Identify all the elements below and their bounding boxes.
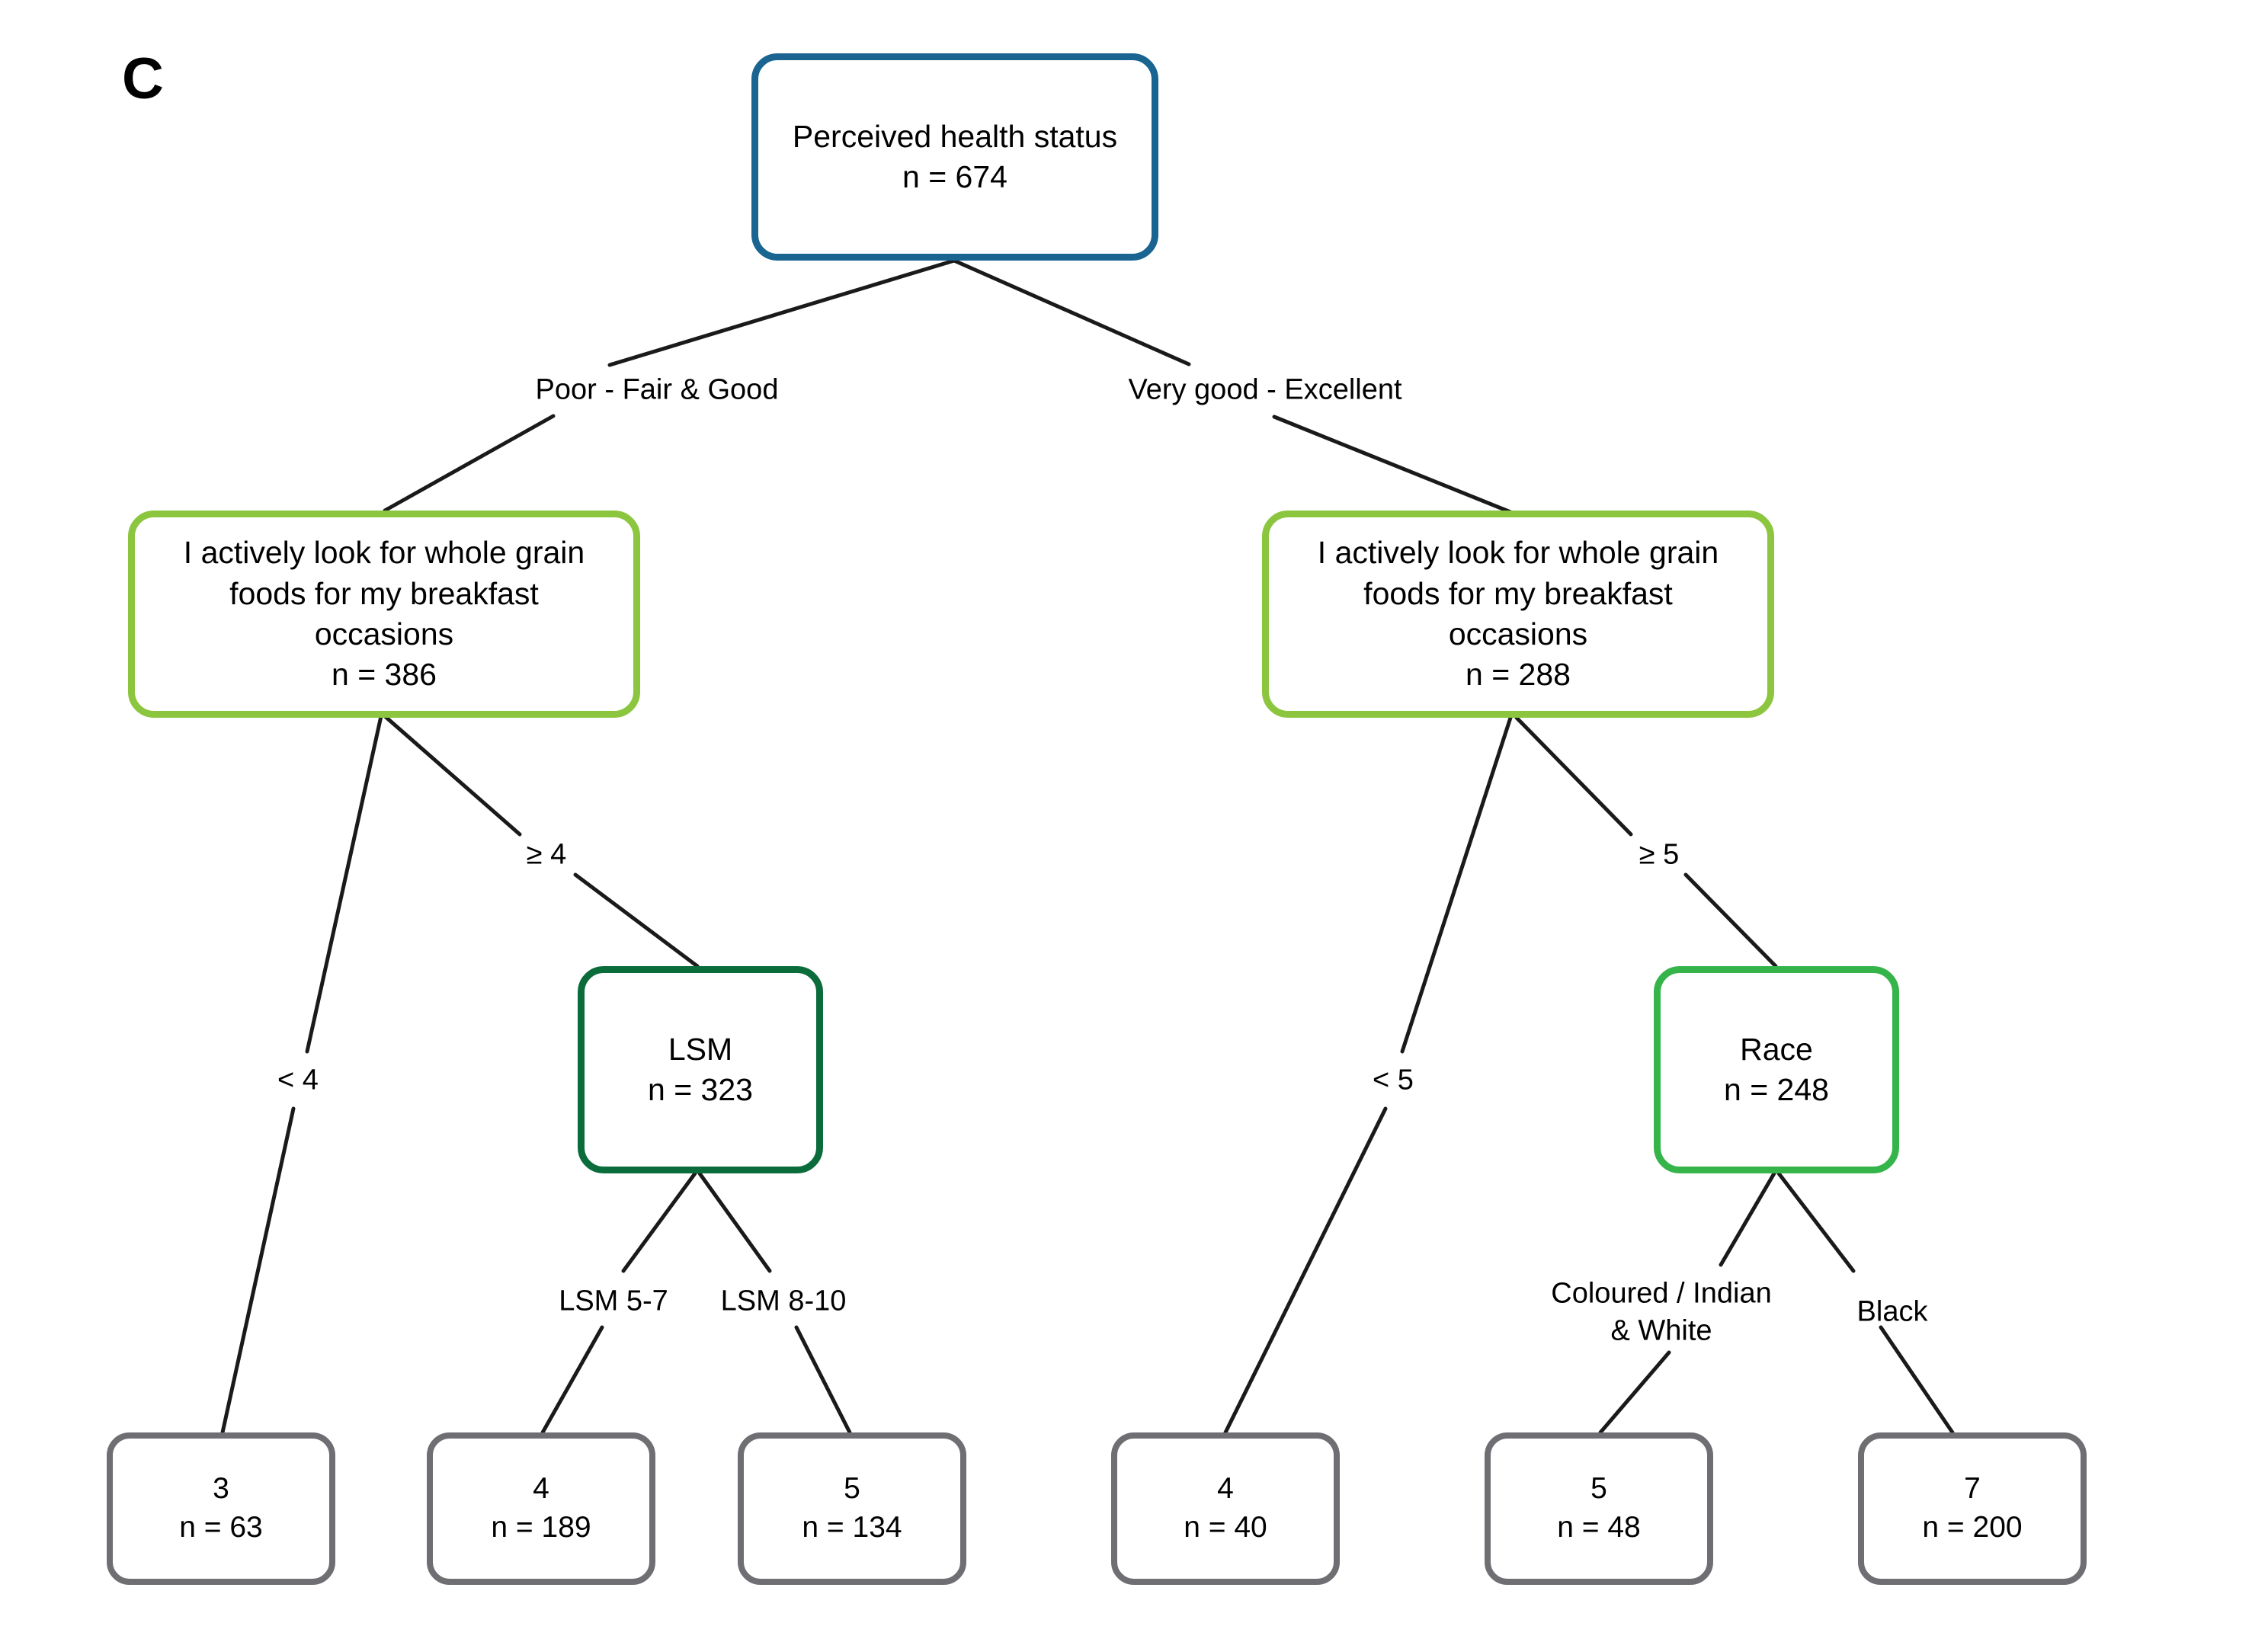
edge-label-poor-fair-good: Poor - Fair & Good xyxy=(535,373,779,406)
tree-leaf-5-n48-text: 5 n = 48 xyxy=(1557,1472,1641,1544)
edge-lsm-to-leaf134-upper xyxy=(697,1171,772,1273)
edge-race-to-leaf200-lower xyxy=(1879,1325,1955,1435)
tree-node-race[interactable]: Race n = 248 xyxy=(1654,966,1899,1173)
edge-label-ge-4: ≥ 4 xyxy=(526,838,567,871)
edge-lsm-to-leaf134-lower xyxy=(794,1325,852,1435)
tree-node-wholegrain-left[interactable]: I actively look for whole grain foods fo… xyxy=(128,511,640,718)
tree-leaf-5-n134[interactable]: 5 n = 134 xyxy=(738,1432,966,1585)
tree-leaf-4-n40-text: 4 n = 40 xyxy=(1184,1472,1267,1544)
tree-node-root[interactable]: Perceived health status n = 674 xyxy=(751,53,1158,261)
tree-leaf-4-n40[interactable]: 4 n = 40 xyxy=(1111,1432,1340,1585)
edge-wgleft-to-lsm-upper xyxy=(383,714,522,837)
tree-node-wholegrain-right[interactable]: I actively look for whole grain foods fo… xyxy=(1262,511,1774,718)
edge-wgright-to-leaf40-lower xyxy=(1223,1106,1388,1435)
edge-label-lt-5: < 5 xyxy=(1373,1064,1414,1096)
edge-root-to-wgright-upper xyxy=(952,258,1191,366)
tree-leaf-4-n189[interactable]: 4 n = 189 xyxy=(427,1432,655,1585)
edge-lsm-to-leaf189-lower xyxy=(540,1325,604,1435)
edge-race-to-leaf48-lower xyxy=(1598,1350,1671,1435)
edge-wgright-to-race-upper xyxy=(1514,715,1633,837)
edge-root-to-wgleft-lower xyxy=(383,414,556,513)
edge-race-to-leaf48-upper xyxy=(1719,1171,1776,1267)
edge-label-coloured-indian-white: Coloured / Indian & White xyxy=(1551,1277,1772,1346)
panel-label: C xyxy=(122,46,164,111)
edge-wgleft-to-leaf3-upper xyxy=(305,714,383,1054)
edge-label-lt-4: < 4 xyxy=(277,1064,319,1096)
edge-race-to-leaf200-upper xyxy=(1776,1171,1856,1273)
edge-label-lsm-8-10: LSM 8-10 xyxy=(720,1285,847,1317)
tree-leaf-7-n200[interactable]: 7 n = 200 xyxy=(1858,1432,2087,1585)
edge-lsm-to-leaf189-upper xyxy=(621,1171,697,1273)
tree-node-lsm[interactable]: LSM n = 323 xyxy=(578,966,823,1173)
tree-node-wholegrain-right-text: I actively look for whole grain foods fo… xyxy=(1317,535,1719,693)
edge-label-lsm-5-7: LSM 5-7 xyxy=(559,1285,668,1317)
edge-label-very-good-excellent: Very good - Excellent xyxy=(1128,373,1402,406)
edge-wgleft-to-lsm-lower xyxy=(573,872,700,968)
edge-wgright-to-leaf40-upper xyxy=(1400,715,1513,1054)
edge-root-to-wgright-lower xyxy=(1272,415,1513,514)
tree-leaf-5-n48[interactable]: 5 n = 48 xyxy=(1485,1432,1713,1585)
edge-wgleft-to-leaf3-lower xyxy=(220,1106,296,1435)
tree-leaf-4-n189-text: 4 n = 189 xyxy=(491,1472,591,1544)
edge-label-ge-5: ≥ 5 xyxy=(1639,838,1680,871)
tree-node-lsm-text: LSM n = 323 xyxy=(648,1031,753,1107)
edge-root-to-wgleft-upper xyxy=(607,258,956,367)
tree-leaf-5-n134-text: 5 n = 134 xyxy=(802,1472,902,1544)
tree-leaf-3-n63-text: 3 n = 63 xyxy=(179,1472,263,1544)
tree-node-wholegrain-left-text: I actively look for whole grain foods fo… xyxy=(183,535,585,693)
tree-node-root-text: Perceived health status n = 674 xyxy=(792,118,1118,194)
edge-wgright-to-race-lower xyxy=(1683,872,1778,968)
edge-label-black: Black xyxy=(1856,1295,1928,1328)
tree-node-race-text: Race n = 248 xyxy=(1724,1031,1829,1107)
tree-leaf-3-n63[interactable]: 3 n = 63 xyxy=(107,1432,335,1585)
tree-leaf-7-n200-text: 7 n = 200 xyxy=(1922,1472,2023,1544)
